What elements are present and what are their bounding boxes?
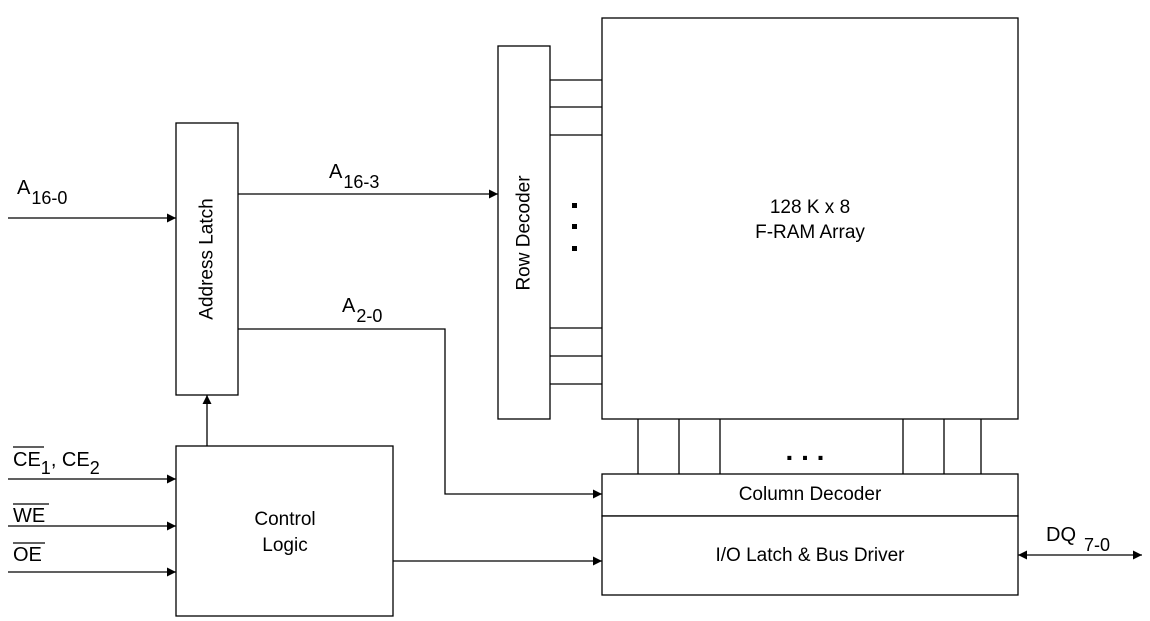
addr-high-label: A16-3 <box>329 161 379 192</box>
fram-array-size-label: 128 K x 8 <box>770 197 850 218</box>
row-decoder-block <box>497 45 551 420</box>
address-latch-label: Address Latch <box>197 198 218 319</box>
we-label: WE <box>13 505 45 527</box>
control-logic-block <box>175 445 394 617</box>
column-bitlines-left <box>637 419 721 474</box>
fram-array-block <box>601 17 1019 420</box>
control-logic-label-line2: Logic <box>262 535 307 556</box>
oe-label: OE <box>13 544 42 566</box>
column-decoder-block <box>601 473 1019 517</box>
row-wordlines-top <box>550 79 602 136</box>
io-latch-label: I/O Latch & Bus Driver <box>715 545 905 566</box>
address-latch-block <box>175 122 239 396</box>
addr-low-label: A2-0 <box>342 295 382 326</box>
column-bitlines-right <box>902 419 982 474</box>
row-ellipsis-vertical <box>572 203 577 251</box>
control-logic-label-line1: Control <box>254 509 315 530</box>
ce-label: CE1, CE2 <box>13 449 100 478</box>
column-decoder-label: Column Decoder <box>739 484 882 505</box>
row-decoder-label: Row Decoder <box>514 175 535 291</box>
addr-low-wire <box>238 328 602 499</box>
fram-array-name-label: F-RAM Array <box>755 222 865 243</box>
addr-input-label: A16-0 <box>17 177 67 208</box>
row-wordlines-bottom <box>550 327 602 385</box>
column-ellipsis-horizontal: . . . <box>786 435 825 466</box>
io-latch-block <box>601 515 1019 596</box>
